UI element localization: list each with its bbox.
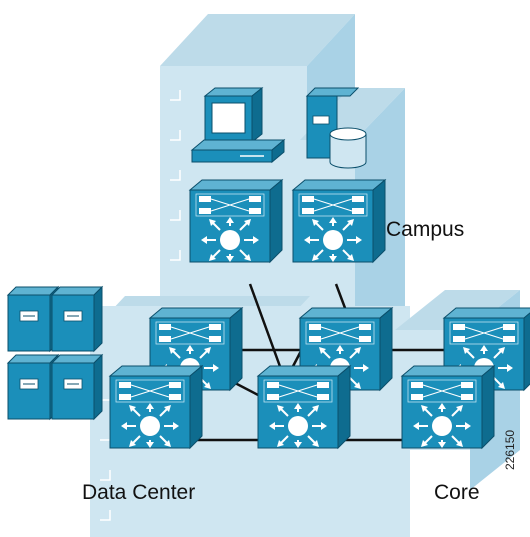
campus-label: Campus [386, 218, 465, 241]
dc-switch-front [109, 365, 203, 449]
database-icon [329, 127, 367, 169]
core-label: Core [434, 481, 480, 504]
figure-id: 226150 [503, 429, 517, 470]
server-cabinet-icon [51, 354, 103, 420]
campus-switch-right [292, 179, 386, 263]
data-center-label: Data Center [82, 481, 196, 504]
core-switch-front-mid [257, 365, 351, 449]
campus-switch-left [189, 179, 283, 263]
server-cabinet-icon [51, 286, 103, 352]
link [248, 283, 284, 373]
core-switch-front-right [401, 365, 495, 449]
data-center-building [90, 296, 410, 537]
server-cabinet-group [7, 286, 103, 420]
server-cabinet-icon [7, 354, 59, 420]
server-cabinet-icon [7, 286, 59, 352]
workstation-icon [190, 86, 286, 164]
